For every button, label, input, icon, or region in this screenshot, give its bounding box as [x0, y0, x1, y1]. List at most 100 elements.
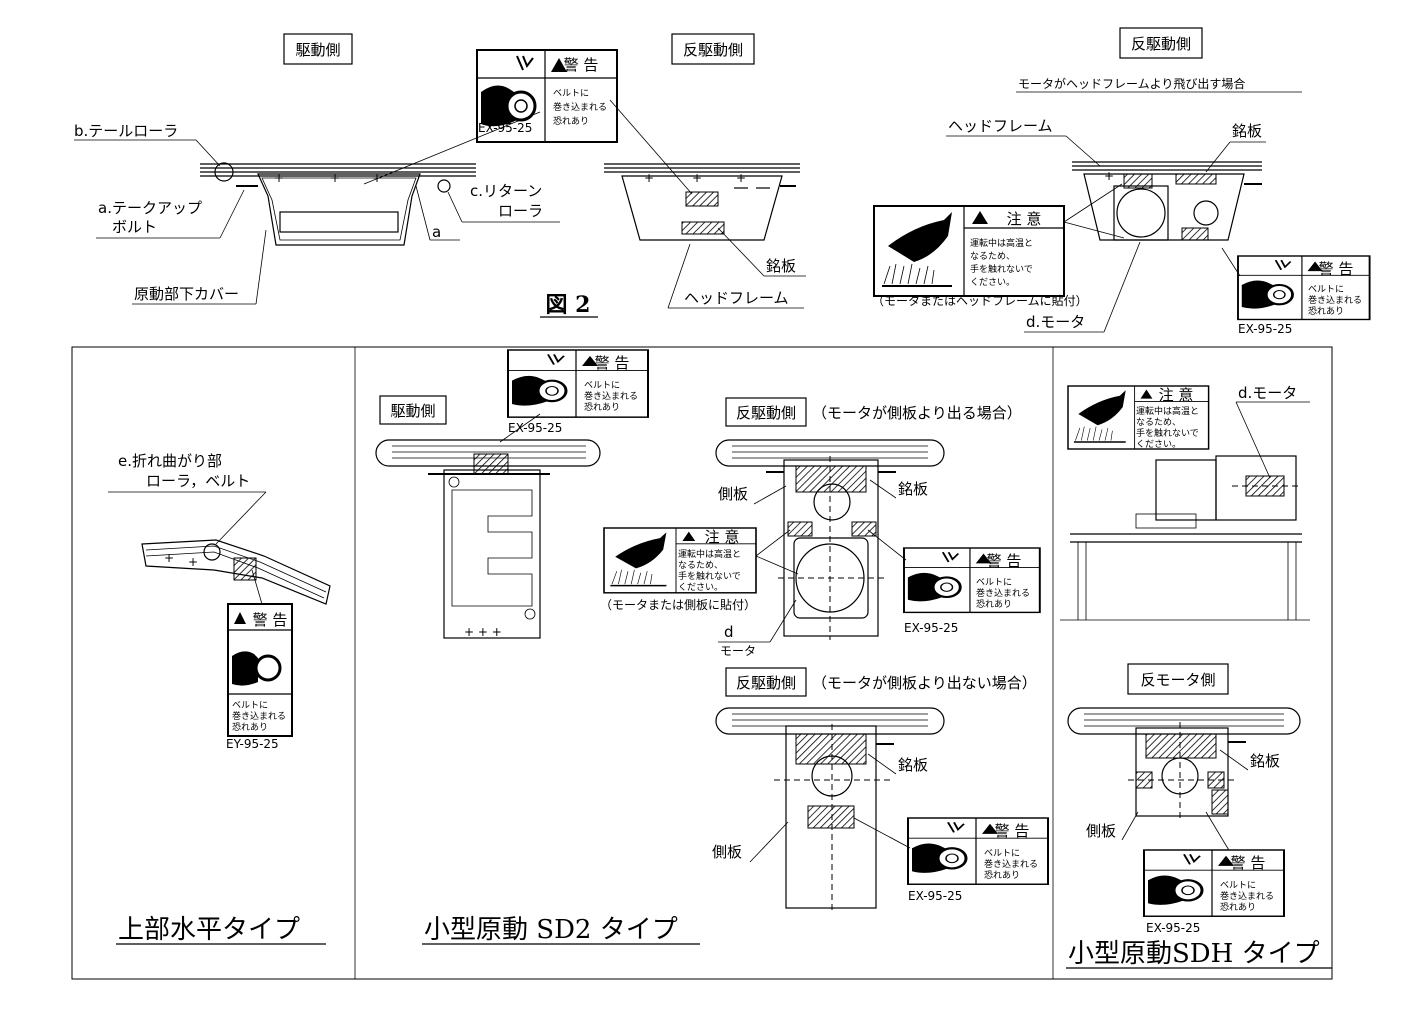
nameplate-label-a: 銘板 — [898, 480, 928, 498]
caution-line2-mid: なるため、 — [678, 560, 723, 571]
caution-line3-right: 手を触れないで — [1136, 427, 1199, 439]
warning-code-mb: EX-95-25 — [908, 889, 962, 903]
warning-title-left: 警 告 — [253, 611, 288, 629]
warning-line1: ベルトに — [553, 88, 589, 99]
warning-label-left: 警 告 ベルトに 巻き込まれる 恐れあり — [227, 603, 293, 737]
warning-title: 警 告 — [564, 56, 599, 74]
warning-label-right-b: 警 告 ベルトに 巻き込まれる 恐れあり — [1142, 848, 1286, 918]
caution-note-mid: （モータまたは側板に貼付） — [600, 597, 756, 612]
motor-protrude-note: モータがヘッドフレームより飛び出す場合 — [1018, 76, 1245, 91]
motor-label: モータ — [720, 644, 756, 658]
nameplate-label-right: 銘板 — [1232, 122, 1262, 140]
warning-title-mt: 警 告 — [595, 354, 630, 372]
anti-drive-a-note: （モータが側板より出る場合） — [812, 404, 1022, 422]
type-title-left: 上部水平タイプ — [118, 915, 300, 945]
type-title-right: 小型原動SDH タイプ — [1068, 939, 1320, 969]
svg-text:+: + — [644, 171, 654, 185]
warning-code-mt: EX-95-25 — [508, 421, 562, 435]
a-mark-label: a — [432, 223, 441, 241]
drive-side-label: 駆動側 — [295, 41, 340, 59]
svg-text:+: + — [330, 171, 340, 185]
caution-line4: ください。 — [970, 277, 1015, 288]
warning-code-tr: EX-95-25 — [1238, 322, 1292, 336]
anti-drive-right-tag — [1119, 27, 1203, 59]
caution-line3: 手を触れないで — [970, 263, 1033, 275]
takeup-bolt-label-2: ボルト — [112, 218, 157, 236]
warning-title-rb: 警 告 — [1231, 854, 1266, 872]
warning-line1-mt: ベルトに — [584, 380, 620, 391]
warning-line1-rb: ベルトに — [1220, 880, 1256, 891]
bend-label-1: e.折れ曲がり部 — [118, 452, 222, 470]
bend-label-2: ローラ，ベルト — [146, 472, 250, 490]
warning-label-top-right: 警 告 ベルトに 巻き込まれる 恐れあり — [1236, 254, 1372, 321]
caution-note-top: （モータまたはヘッドフレームに貼付） — [872, 293, 1088, 308]
caution-line1-right: 運転中は高温と — [1136, 405, 1199, 417]
caution-line3-mid: 手を触れないで — [678, 570, 741, 582]
nameplate-label-b: 銘板 — [898, 756, 928, 774]
anti-drive-tag — [671, 33, 755, 65]
motor-label-right: d.モータ — [1238, 384, 1297, 402]
warning-label-mid-b: 警 告 ベルトに 巻き込まれる 恐れあり — [906, 816, 1050, 886]
head-frame-label-right: ヘッドフレーム — [948, 117, 1053, 135]
type-title-mid: 小型原動 SD2 タイプ — [424, 915, 678, 945]
anti-drive-right-label: 反駆動側 — [1131, 35, 1191, 53]
warning-line2-left: 巻き込まれる — [232, 710, 286, 722]
caution-label-right: 注 意 運転中は高温と なるため、 手を触れないで ください。 — [1067, 385, 1210, 450]
caution-line2-right: なるため、 — [1136, 417, 1181, 428]
anti-motor-side-tag — [1127, 663, 1229, 695]
anti-drive-a-label: 反駆動側 — [736, 404, 796, 422]
warning-line3: 恐れあり — [553, 116, 589, 127]
caution-line4-mid: ください。 — [678, 582, 723, 593]
warning-line3-mb: 恐れあり — [984, 870, 1020, 881]
takeup-bolt-label-1: a.テークアップ — [98, 199, 202, 217]
drive-side-mid-label: 駆動側 — [390, 402, 435, 420]
return-roller-label-2: ローラ — [498, 202, 543, 220]
anti-motor-side-label: 反モータ側 — [1140, 671, 1215, 689]
drive-side-tag — [283, 33, 353, 65]
anti-drive-b-label: 反駆動側 — [736, 674, 796, 692]
warning-line2-mt: 巻き込まれる — [584, 390, 638, 402]
warning-line3-tr: 恐れあり — [1308, 306, 1344, 317]
side-plate-label-a: 側板 — [718, 485, 748, 503]
warning-line2: 巻き込まれる — [553, 101, 607, 113]
svg-text:+: + — [372, 171, 382, 185]
bend-section: + + — [141, 539, 331, 605]
sd2-anti-drive-b — [715, 707, 945, 912]
motor-d-label: d — [724, 623, 734, 641]
warning-title-tr: 警 告 — [1319, 260, 1354, 278]
caution-line4-right: ください。 — [1136, 439, 1181, 450]
warning-label-mid-a: 警 告 ベルトに 巻き込まれる 恐れあり — [902, 546, 1042, 614]
nameplate-label-top: 銘板 — [766, 257, 796, 275]
conveyor-head-drive: + + + — [200, 162, 476, 246]
caution-line1-mid: 運転中は高温と — [678, 548, 741, 560]
warning-line3-left: 恐れあり — [232, 722, 268, 733]
warning-line3-ma: 恐れあり — [976, 599, 1012, 610]
warning-line2-mb: 巻き込まれる — [984, 858, 1038, 870]
warning-title-mb: 警 告 — [995, 822, 1030, 840]
sd2-drive-view: + + + — [375, 439, 601, 639]
svg-text:+: + — [274, 171, 284, 185]
side-plate-label-right: 側板 — [1086, 822, 1116, 840]
warning-line2-tr: 巻き込まれる — [1308, 294, 1362, 306]
warning-code: EX-95-25 — [478, 121, 532, 135]
svg-text:+: + — [188, 555, 198, 569]
anti-drive-b-note: （モータが側板より出ない場合） — [812, 674, 1037, 692]
drive-side-mid-tag — [379, 395, 447, 425]
warning-line2-rb: 巻き込まれる — [1220, 890, 1274, 902]
anti-drive-label: 反駆動側 — [683, 41, 743, 59]
sdh-anti-motor-view — [1067, 707, 1301, 820]
warning-code-ma: EX-95-25 — [904, 621, 958, 635]
svg-text:+ + +: + + + — [464, 625, 502, 639]
caution-label-top: 注 意 運転中は高温と なるため、 手を触れないで ください。 — [873, 205, 1065, 297]
warning-line1-left: ベルトに — [232, 700, 268, 711]
head-frame-label-top: ヘッドフレーム — [684, 289, 789, 307]
anti-drive-b-tag — [725, 667, 807, 697]
caution-label-mid: 注 意 運転中は高温と なるため、 手を触れないで ください。 — [603, 527, 757, 594]
anti-drive-a-tag — [725, 397, 807, 427]
warning-line3-mt: 恐れあり — [584, 402, 620, 413]
warning-label-mid-top: 警 告 ベルトに 巻き込まれる 恐れあり — [506, 348, 650, 419]
warning-label-top: 警 告 ベルトに 巻き込まれる 恐れあり — [475, 48, 619, 144]
caution-title-right: 注 意 — [1159, 386, 1194, 404]
lower-cover-label: 原動部下カバー — [134, 285, 239, 303]
